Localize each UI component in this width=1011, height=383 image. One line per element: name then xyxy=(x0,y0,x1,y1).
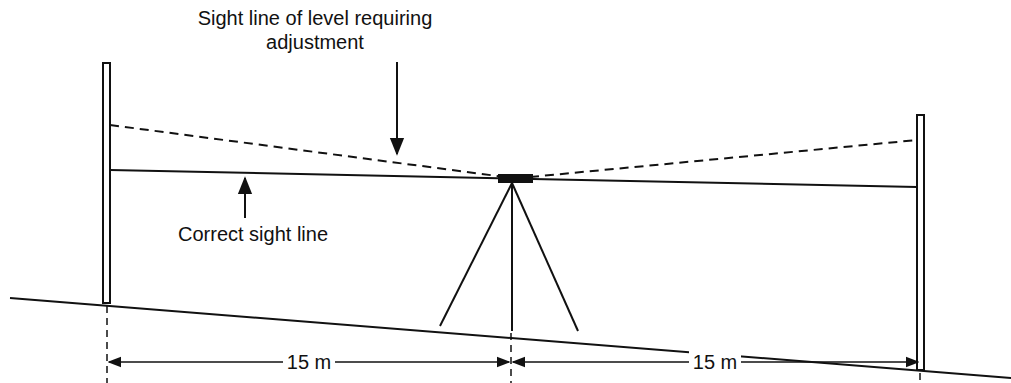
level-instrument xyxy=(498,174,533,183)
right-staff xyxy=(917,115,924,370)
faulty-sight-line xyxy=(110,125,505,177)
extension-line xyxy=(106,306,108,383)
extension-line xyxy=(510,333,512,383)
dimension-label: 15 m xyxy=(689,350,741,374)
tripod-leg xyxy=(440,183,512,326)
tripod-leg xyxy=(512,183,578,331)
tripod-leg xyxy=(511,183,513,331)
dimension-label: 15 m xyxy=(283,350,335,374)
leader-arrow xyxy=(396,62,398,154)
callout-label: Correct sight line xyxy=(178,222,328,246)
faulty-sight-line xyxy=(530,140,917,177)
leader-arrow xyxy=(244,178,246,218)
left-staff xyxy=(103,63,110,303)
extension-line xyxy=(919,373,921,383)
callout-label: Sight line of level requiring adjustment xyxy=(193,6,438,54)
